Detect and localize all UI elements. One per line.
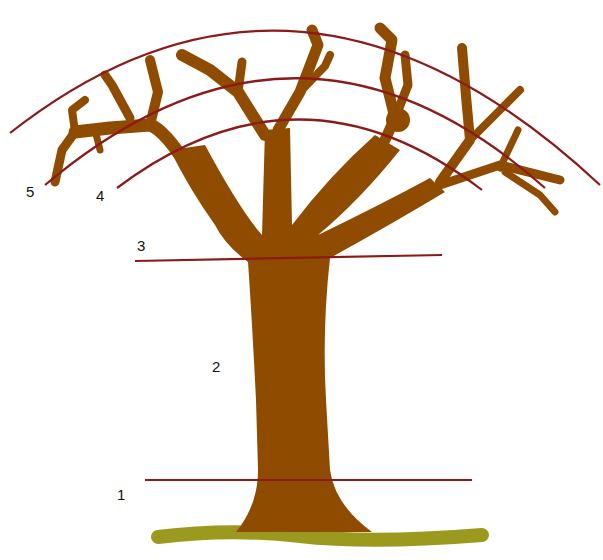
- callout-number: 1: [117, 487, 125, 502]
- level-arc: [117, 119, 482, 190]
- callout-number: 2: [212, 359, 220, 374]
- branches: [55, 28, 560, 212]
- trunk: [170, 128, 445, 532]
- level-arc: [10, 31, 600, 185]
- level-arc: [45, 78, 545, 188]
- level-line: [145, 479, 472, 481]
- ground: [158, 532, 482, 540]
- callout-number: 4: [96, 188, 104, 203]
- level-lines: [10, 31, 600, 480]
- level-line: [135, 255, 442, 261]
- callout-number: 5: [26, 184, 34, 199]
- callout-number: 3: [137, 238, 145, 253]
